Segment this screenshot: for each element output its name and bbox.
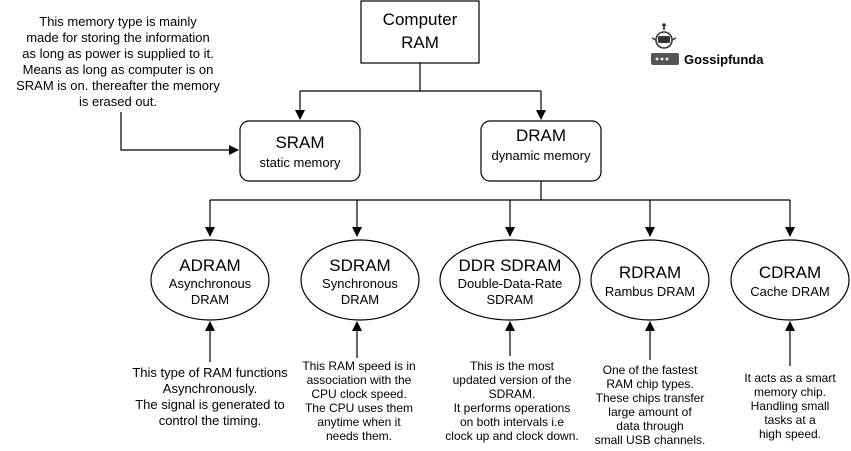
type-node-ddr-sdram: DDR SDRAM Double-Data-Rate SDRAM <box>439 239 581 321</box>
desc-ddr-sdram: This is the most updated version of the … <box>445 359 578 443</box>
type-node-sdram: SDRAM Synchronous DRAM <box>300 239 420 321</box>
type-node-adram: ADRAM Asynchronous DRAM <box>150 239 270 321</box>
sram-note-line: is erased out. <box>79 94 157 109</box>
desc-line: data through <box>616 419 683 433</box>
gossipfunda-logo: Gossipfunda <box>651 23 764 67</box>
type-title: ADRAM <box>179 256 240 275</box>
type-subtitle: Rambus DRAM <box>605 284 695 299</box>
sram-note-line: made for storing the information <box>26 30 210 45</box>
type-title: SDRAM <box>329 256 390 275</box>
type-subtitle: Cache DRAM <box>750 284 829 299</box>
desc-line: This RAM speed is in <box>302 359 415 373</box>
root-line1: Computer <box>383 10 458 29</box>
dram-title: DRAM <box>516 126 566 145</box>
dram-subtitle: dynamic memory <box>492 148 591 163</box>
desc-line: The CPU uses them <box>305 401 413 415</box>
sram-note-line: SRAM is on. thereafter the memory <box>16 78 220 93</box>
type-subtitle: Synchronous <box>322 276 398 291</box>
desc-line: This is the most <box>470 359 555 373</box>
desc-line: on both intervals i.e <box>460 415 564 429</box>
type-subtitle: DRAM <box>341 292 379 307</box>
desc-line: SDRAM. <box>489 387 536 401</box>
desc-line: The signal is generated to <box>135 397 285 412</box>
desc-line: CPU clock speed. <box>311 387 406 401</box>
desc-line: These chips transfer <box>596 391 705 405</box>
arrow-note-to-sram <box>120 112 239 155</box>
type-node-rdram: RDRAM Rambus DRAM <box>590 239 710 321</box>
desc-line: tasks at a <box>764 413 816 427</box>
desc-line: control the timing. <box>159 413 262 428</box>
sram-subtitle: static memory <box>260 155 341 170</box>
desc-line: It performs operations <box>454 401 571 415</box>
desc-line: high speed. <box>759 427 821 441</box>
dram-node: DRAM dynamic memory <box>480 120 602 182</box>
logo-text: Gossipfunda <box>684 52 764 67</box>
sram-title: SRAM <box>275 133 324 152</box>
desc-line: One of the fastest <box>603 363 698 377</box>
robot-logo-icon <box>651 23 679 65</box>
desc-adram: This type of RAM functions Asynchronousl… <box>132 365 288 428</box>
desc-cdram: It acts as a smart memory chip. Handling… <box>744 371 836 441</box>
desc-line: RAM chip types. <box>606 377 693 391</box>
sram-note-line: as long as power is supplied to it. <box>22 46 214 61</box>
type-subtitle: Asynchronous <box>169 276 252 291</box>
type-title: RDRAM <box>619 263 681 282</box>
desc-line: small USB channels. <box>595 433 706 447</box>
desc-line: association with the <box>307 373 412 387</box>
root-line2: RAM <box>401 33 439 52</box>
type-node-cdram: CDRAM Cache DRAM <box>730 239 850 321</box>
desc-line: memory chip. <box>754 385 826 399</box>
type-title: DDR SDRAM <box>459 256 562 275</box>
sram-note-line: This memory type is mainly <box>39 14 197 29</box>
sram-note: This memory type is mainly made for stor… <box>16 14 220 109</box>
desc-line: Handling small <box>751 399 830 413</box>
desc-line: large amount of <box>608 405 692 419</box>
sram-node: SRAM static memory <box>239 120 361 182</box>
desc-line: clock up and clock down. <box>445 429 578 443</box>
desc-line: needs them. <box>326 429 392 443</box>
desc-line: It acts as a smart <box>744 371 836 385</box>
type-subtitle: Double-Data-Rate <box>458 276 563 291</box>
connectors <box>120 63 795 366</box>
desc-line: Asynchronously. <box>163 381 257 396</box>
type-subtitle: DRAM <box>191 292 229 307</box>
type-subtitle: SDRAM <box>487 292 534 307</box>
desc-line: updated version of the <box>453 373 572 387</box>
desc-rdram: One of the fastest RAM chip types. These… <box>595 363 706 447</box>
desc-line: This type of RAM functions <box>132 365 288 380</box>
sram-note-line: Means as long as computer is on <box>23 62 214 77</box>
root-node: Computer RAM <box>360 0 480 64</box>
desc-sdram: This RAM speed is in association with th… <box>302 359 415 443</box>
desc-line: anytime when it <box>317 415 401 429</box>
type-title: CDRAM <box>759 263 821 282</box>
